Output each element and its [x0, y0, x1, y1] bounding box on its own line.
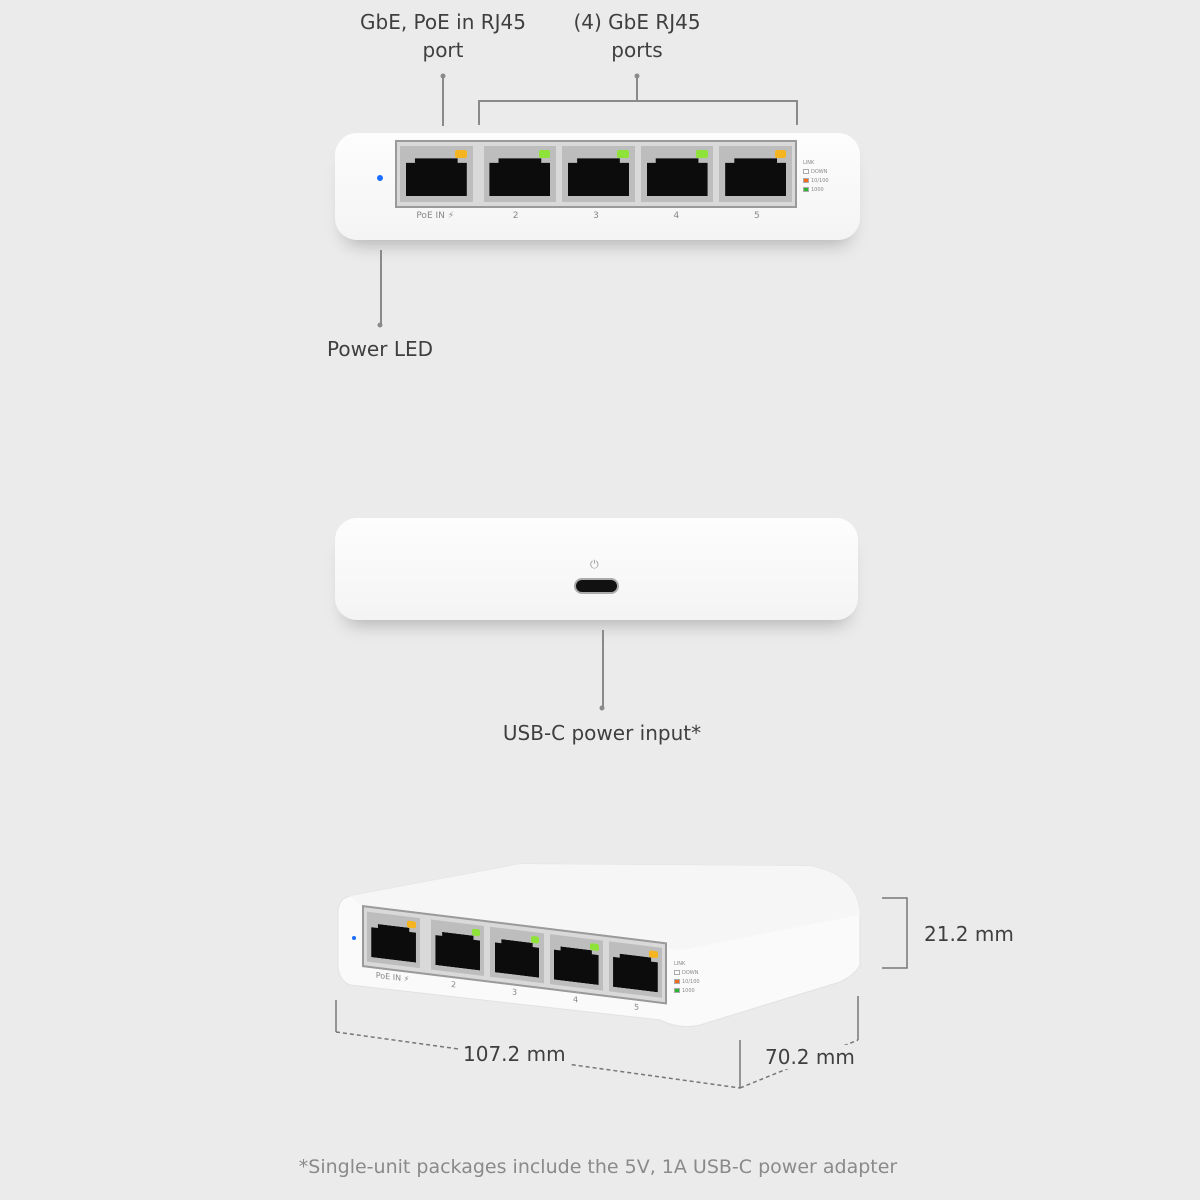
- port-led: [617, 150, 629, 159]
- usb-c-port: [574, 578, 619, 594]
- port-led: [538, 150, 551, 159]
- legend-label: 1000: [682, 988, 695, 994]
- width-label: 107.2 mm: [460, 1042, 569, 1066]
- port-label: PoE IN ⚡: [416, 211, 455, 221]
- power-led: [352, 936, 356, 940]
- callout-line-1: GbE, PoE in RJ45: [360, 10, 526, 34]
- port-opening: [646, 158, 708, 197]
- callout-line-2: port: [422, 38, 464, 62]
- legend-title: LINK: [674, 961, 686, 967]
- led-legend: LINK DOWN 10/100 1000: [674, 960, 700, 996]
- leader-line: [636, 76, 638, 100]
- legend-item: 10/100: [674, 978, 700, 987]
- legend-title: LINK: [803, 160, 815, 166]
- callout-line-2: ports: [611, 38, 663, 62]
- callout-gbe-ports: (4) GbE RJ45 ports: [573, 8, 700, 64]
- port-opening: [405, 158, 467, 197]
- port-led: [455, 150, 467, 159]
- port-panel: [395, 140, 797, 208]
- legend-item: 10/100: [803, 177, 829, 186]
- legend-label: 10/100: [682, 979, 700, 985]
- legend-label: 10/100: [811, 178, 829, 184]
- legend-swatch: [803, 178, 809, 183]
- rj45-port: [719, 146, 792, 202]
- legend-swatch: [674, 979, 680, 984]
- port-led: [695, 150, 708, 159]
- callout-power-led: Power LED: [326, 337, 434, 361]
- legend-label: 1000: [811, 187, 824, 193]
- leader-line: [602, 630, 604, 708]
- bracket-end: [796, 100, 798, 125]
- callout-line-1: (4) GbE RJ45: [573, 10, 701, 34]
- legend-swatch: [674, 988, 680, 993]
- depth-label: 70.2 mm: [762, 1045, 858, 1069]
- legend-item: DOWN: [803, 168, 829, 177]
- port-label: 3: [593, 211, 599, 221]
- power-led: [377, 175, 383, 181]
- legend-swatch: [674, 970, 680, 975]
- legend-item: 1000: [803, 186, 829, 195]
- port-label: 5: [753, 211, 760, 221]
- footnote: *Single-unit packages include the 5V, 1A…: [298, 1156, 898, 1178]
- port-label: 2: [512, 211, 519, 221]
- leader-line: [380, 250, 382, 325]
- rj45-port: [562, 146, 635, 202]
- power-icon: ⏻: [590, 558, 599, 571]
- port-labels: PoE IN ⚡ 2 3 4 5: [395, 211, 797, 221]
- height-bracket: [882, 897, 908, 969]
- led-legend: LINK DOWN 10/100 1000: [803, 159, 829, 195]
- port-led: [774, 150, 787, 159]
- legend-swatch: [803, 187, 809, 192]
- callout-poe-port: GbE, PoE in RJ45 port: [360, 8, 526, 64]
- port-label: 4: [673, 211, 680, 221]
- legend-item: DOWN: [674, 969, 700, 978]
- rj45-port: [483, 146, 557, 202]
- leader-dot: [599, 705, 605, 711]
- legend-label: DOWN: [682, 970, 699, 976]
- port-opening: [725, 158, 787, 197]
- port-opening: [489, 158, 551, 197]
- leader-dot: [377, 322, 383, 328]
- switch-front-view: PoE IN ⚡ 2 3 4 5 LINK DOWN 10/100 1000: [335, 133, 860, 240]
- legend-swatch: [803, 169, 809, 174]
- height-label: 21.2 mm: [924, 922, 1014, 946]
- port-opening: [567, 158, 629, 197]
- rj45-port: [640, 146, 714, 202]
- switch-rear-view: ⏻: [335, 518, 858, 620]
- callout-usb-c: USB-C power input*: [502, 721, 702, 745]
- rj45-port: [400, 146, 473, 202]
- bracket: [478, 100, 798, 102]
- legend-item: 1000: [674, 987, 700, 996]
- leader-line: [442, 76, 444, 126]
- legend-label: DOWN: [811, 169, 828, 175]
- bracket-end: [478, 100, 480, 125]
